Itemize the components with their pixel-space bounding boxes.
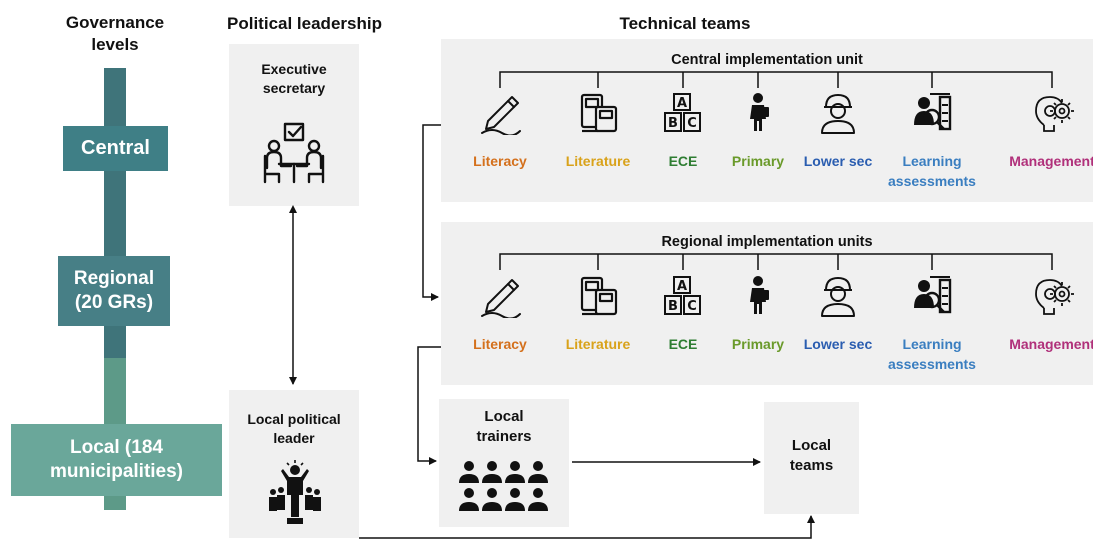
gear-bulb-icon — [1030, 91, 1074, 140]
central-team-label: Literature — [565, 153, 631, 169]
student-icon — [736, 91, 780, 140]
central-bracket — [499, 71, 1053, 88]
central-team-label: Primary — [731, 153, 785, 169]
pen-icon — [478, 91, 522, 140]
central-team-label: Learning assessments — [888, 153, 976, 189]
book-icon — [576, 274, 620, 323]
regional-team-label: Primary — [731, 336, 785, 352]
local-teams-label: Local teams — [789, 437, 834, 475]
regional-team-label: Management — [1009, 336, 1093, 352]
executive-secretary-label: Executive secretary — [261, 61, 327, 96]
executive-secretary-card: Executive secretary — [229, 44, 359, 206]
central-team-label: ECE — [668, 153, 698, 169]
local-trainers-label: Local trainers — [476, 408, 532, 446]
local-teams-card: Local teams — [764, 402, 859, 514]
central-team-label: Management — [1009, 153, 1093, 169]
assessment-icon — [910, 274, 954, 323]
regional-unit-panel: Regional implementation units — [441, 222, 1093, 385]
regional-team-label: Literacy — [473, 336, 527, 352]
central-unit-title: Central implementation unit — [671, 52, 863, 68]
meeting-icon — [263, 122, 325, 184]
trainers-group-icon — [459, 461, 548, 511]
header-technical-teams: Technical teams — [619, 14, 751, 33]
gear-bulb-icon — [1030, 274, 1074, 323]
leader-crowd-icon — [269, 460, 321, 524]
regional-bracket — [499, 253, 1053, 270]
header-governance-levels: Governance levels — [65, 13, 165, 55]
local-trainers-card: Local trainers — [439, 399, 569, 527]
regional-team-label: ECE — [668, 336, 698, 352]
svg-text:C: C — [687, 299, 697, 314]
regional-to-trainers-arrow — [417, 346, 441, 465]
svg-text:A: A — [677, 96, 687, 111]
svg-text:B: B — [668, 299, 678, 314]
regional-team-label: Learning assessments — [888, 336, 976, 372]
assessment-icon — [910, 91, 954, 140]
central-unit-panel: Central implementation unit — [441, 39, 1093, 202]
level-regional: Regional (20 GRs) — [58, 256, 170, 326]
central-team-label: Lower sec — [803, 153, 873, 169]
leader-to-teams-arrow — [359, 515, 815, 539]
regional-team-label: Lower sec — [803, 336, 873, 352]
book-icon — [576, 91, 620, 140]
central-to-regional-arrow — [422, 124, 441, 301]
level-central: Central — [63, 126, 168, 171]
teen-icon — [816, 91, 860, 140]
svg-text:B: B — [668, 116, 678, 131]
regional-team-label: Literature — [565, 336, 631, 352]
header-political-leadership: Political leadership — [227, 14, 382, 33]
level-local: Local (184 municipalities) — [11, 424, 222, 496]
local-political-leader-card: Local political leader — [229, 390, 359, 538]
teen-icon — [816, 274, 860, 323]
central-team-label: Literacy — [473, 153, 527, 169]
local-political-leader-label: Local political leader — [247, 411, 341, 446]
student-icon — [736, 274, 780, 323]
regional-unit-title: Regional implementation units — [661, 234, 873, 250]
svg-text:C: C — [687, 116, 697, 131]
svg-text:A: A — [677, 279, 687, 294]
pen-icon — [478, 274, 522, 323]
